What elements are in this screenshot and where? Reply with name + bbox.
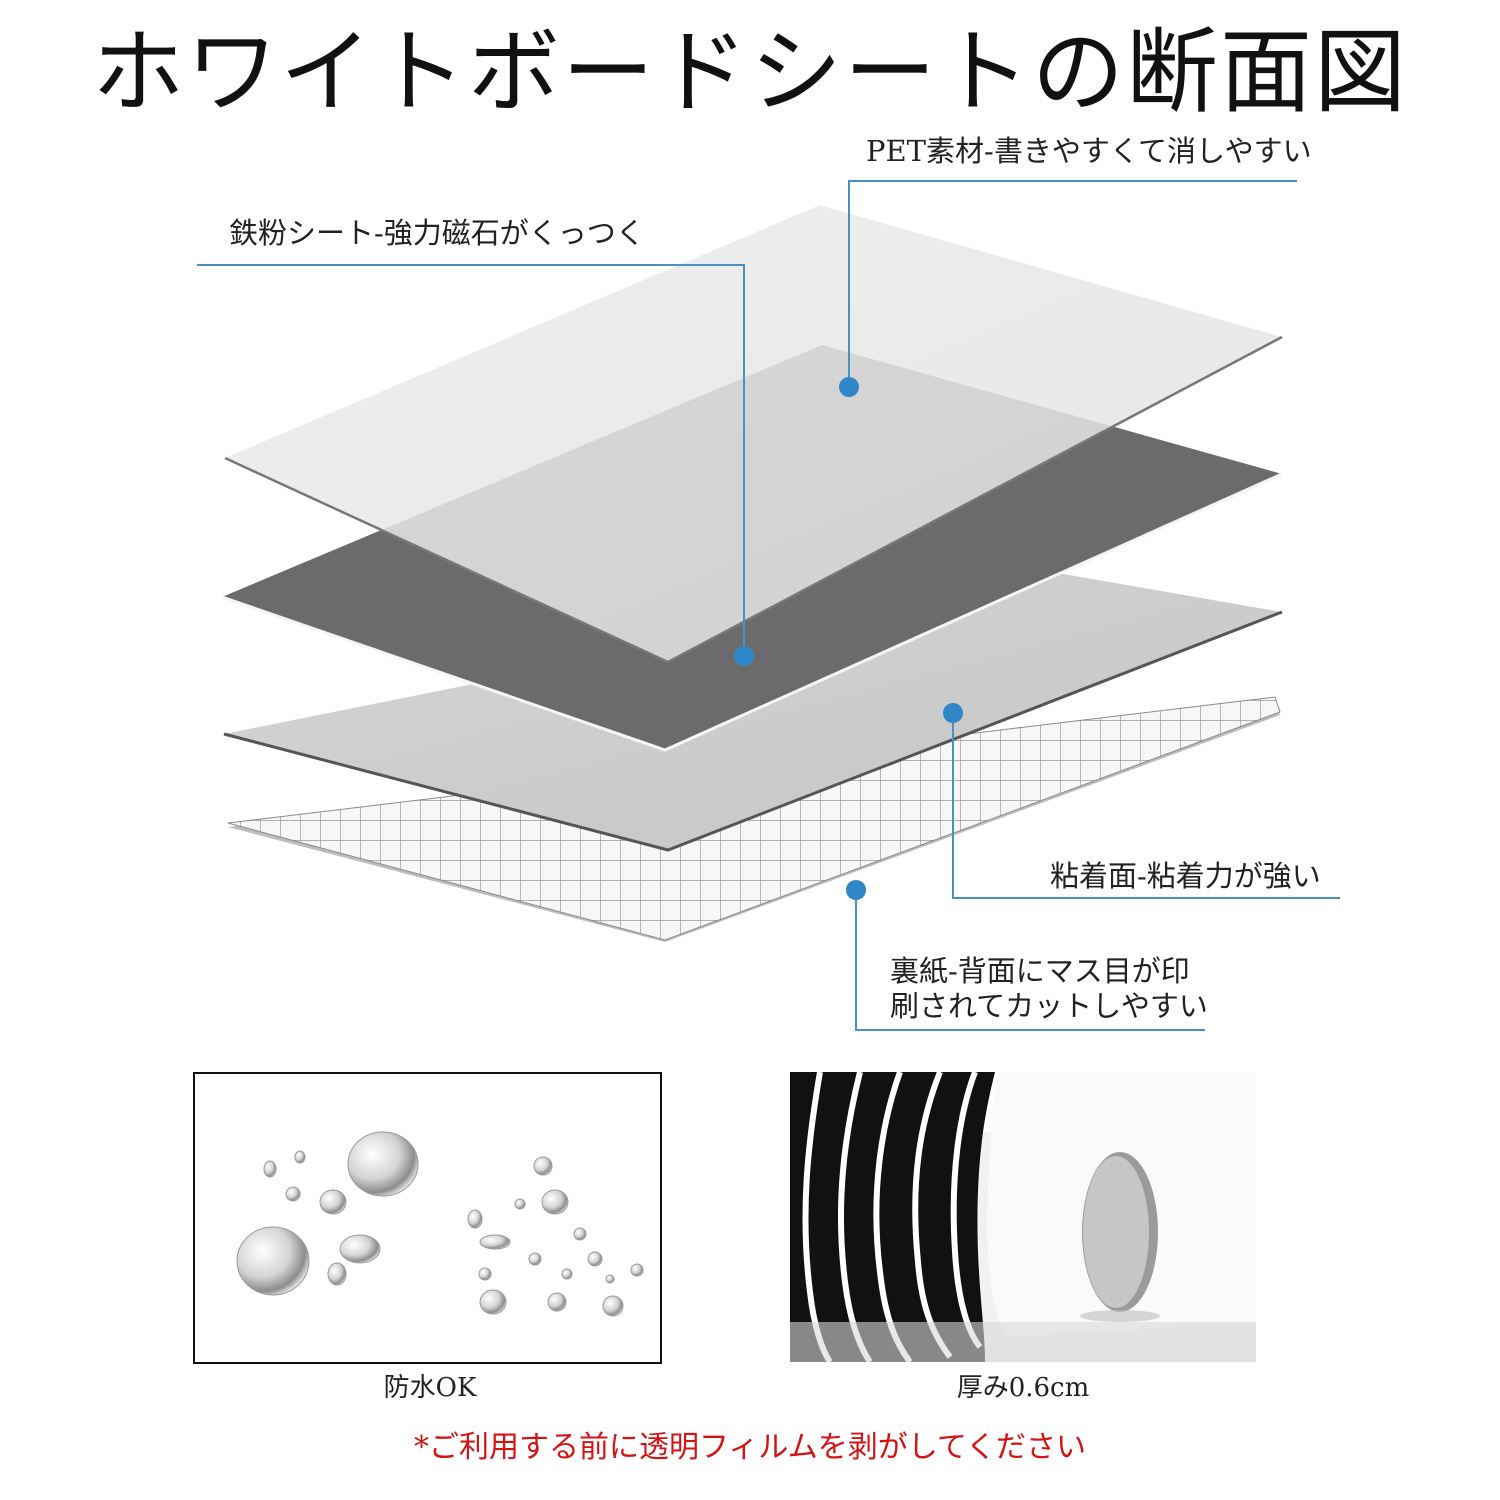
label-adhesive: 粘着面-粘着力が強い bbox=[1050, 859, 1321, 893]
leader-line-backing bbox=[855, 890, 1205, 1031]
thickness-image bbox=[790, 1072, 1256, 1362]
leader-line-adhesive bbox=[952, 713, 1340, 899]
waterproof-image bbox=[193, 1072, 662, 1364]
label-pet: PET素材-書きやすくて消しやすい bbox=[866, 134, 1312, 168]
label-backing-line1: 裏紙-背面にマス目が印 bbox=[890, 954, 1190, 988]
marker-dot-iron bbox=[734, 646, 754, 666]
marker-dot-adhesive bbox=[943, 703, 963, 723]
layer-diagram bbox=[197, 180, 1340, 1031]
leader-lines bbox=[197, 180, 1340, 1031]
label-backing-line2: 刷されてカットしやすい bbox=[890, 989, 1208, 1023]
leader-line-iron bbox=[197, 264, 745, 656]
marker-dot-backing bbox=[846, 880, 866, 900]
pet-layer bbox=[224, 205, 1283, 664]
label-iron: 鉄粉シート-強力磁石がくっつく bbox=[229, 216, 645, 250]
peel-film-notice: *ご利用する前に透明フィルムを剥がしてください bbox=[414, 1430, 1086, 1465]
leader-line-pet bbox=[848, 180, 1297, 387]
thickness-caption: 厚み0.6cm bbox=[956, 1373, 1090, 1403]
waterproof-caption: 防水OK bbox=[383, 1373, 477, 1403]
water-drops-illustration bbox=[236, 1131, 644, 1317]
rolled-sheet-illustration bbox=[790, 1072, 1256, 1362]
marker-dot-pet bbox=[839, 377, 859, 397]
page-title: ホワイトボードシートの断面図 bbox=[91, 19, 1408, 126]
